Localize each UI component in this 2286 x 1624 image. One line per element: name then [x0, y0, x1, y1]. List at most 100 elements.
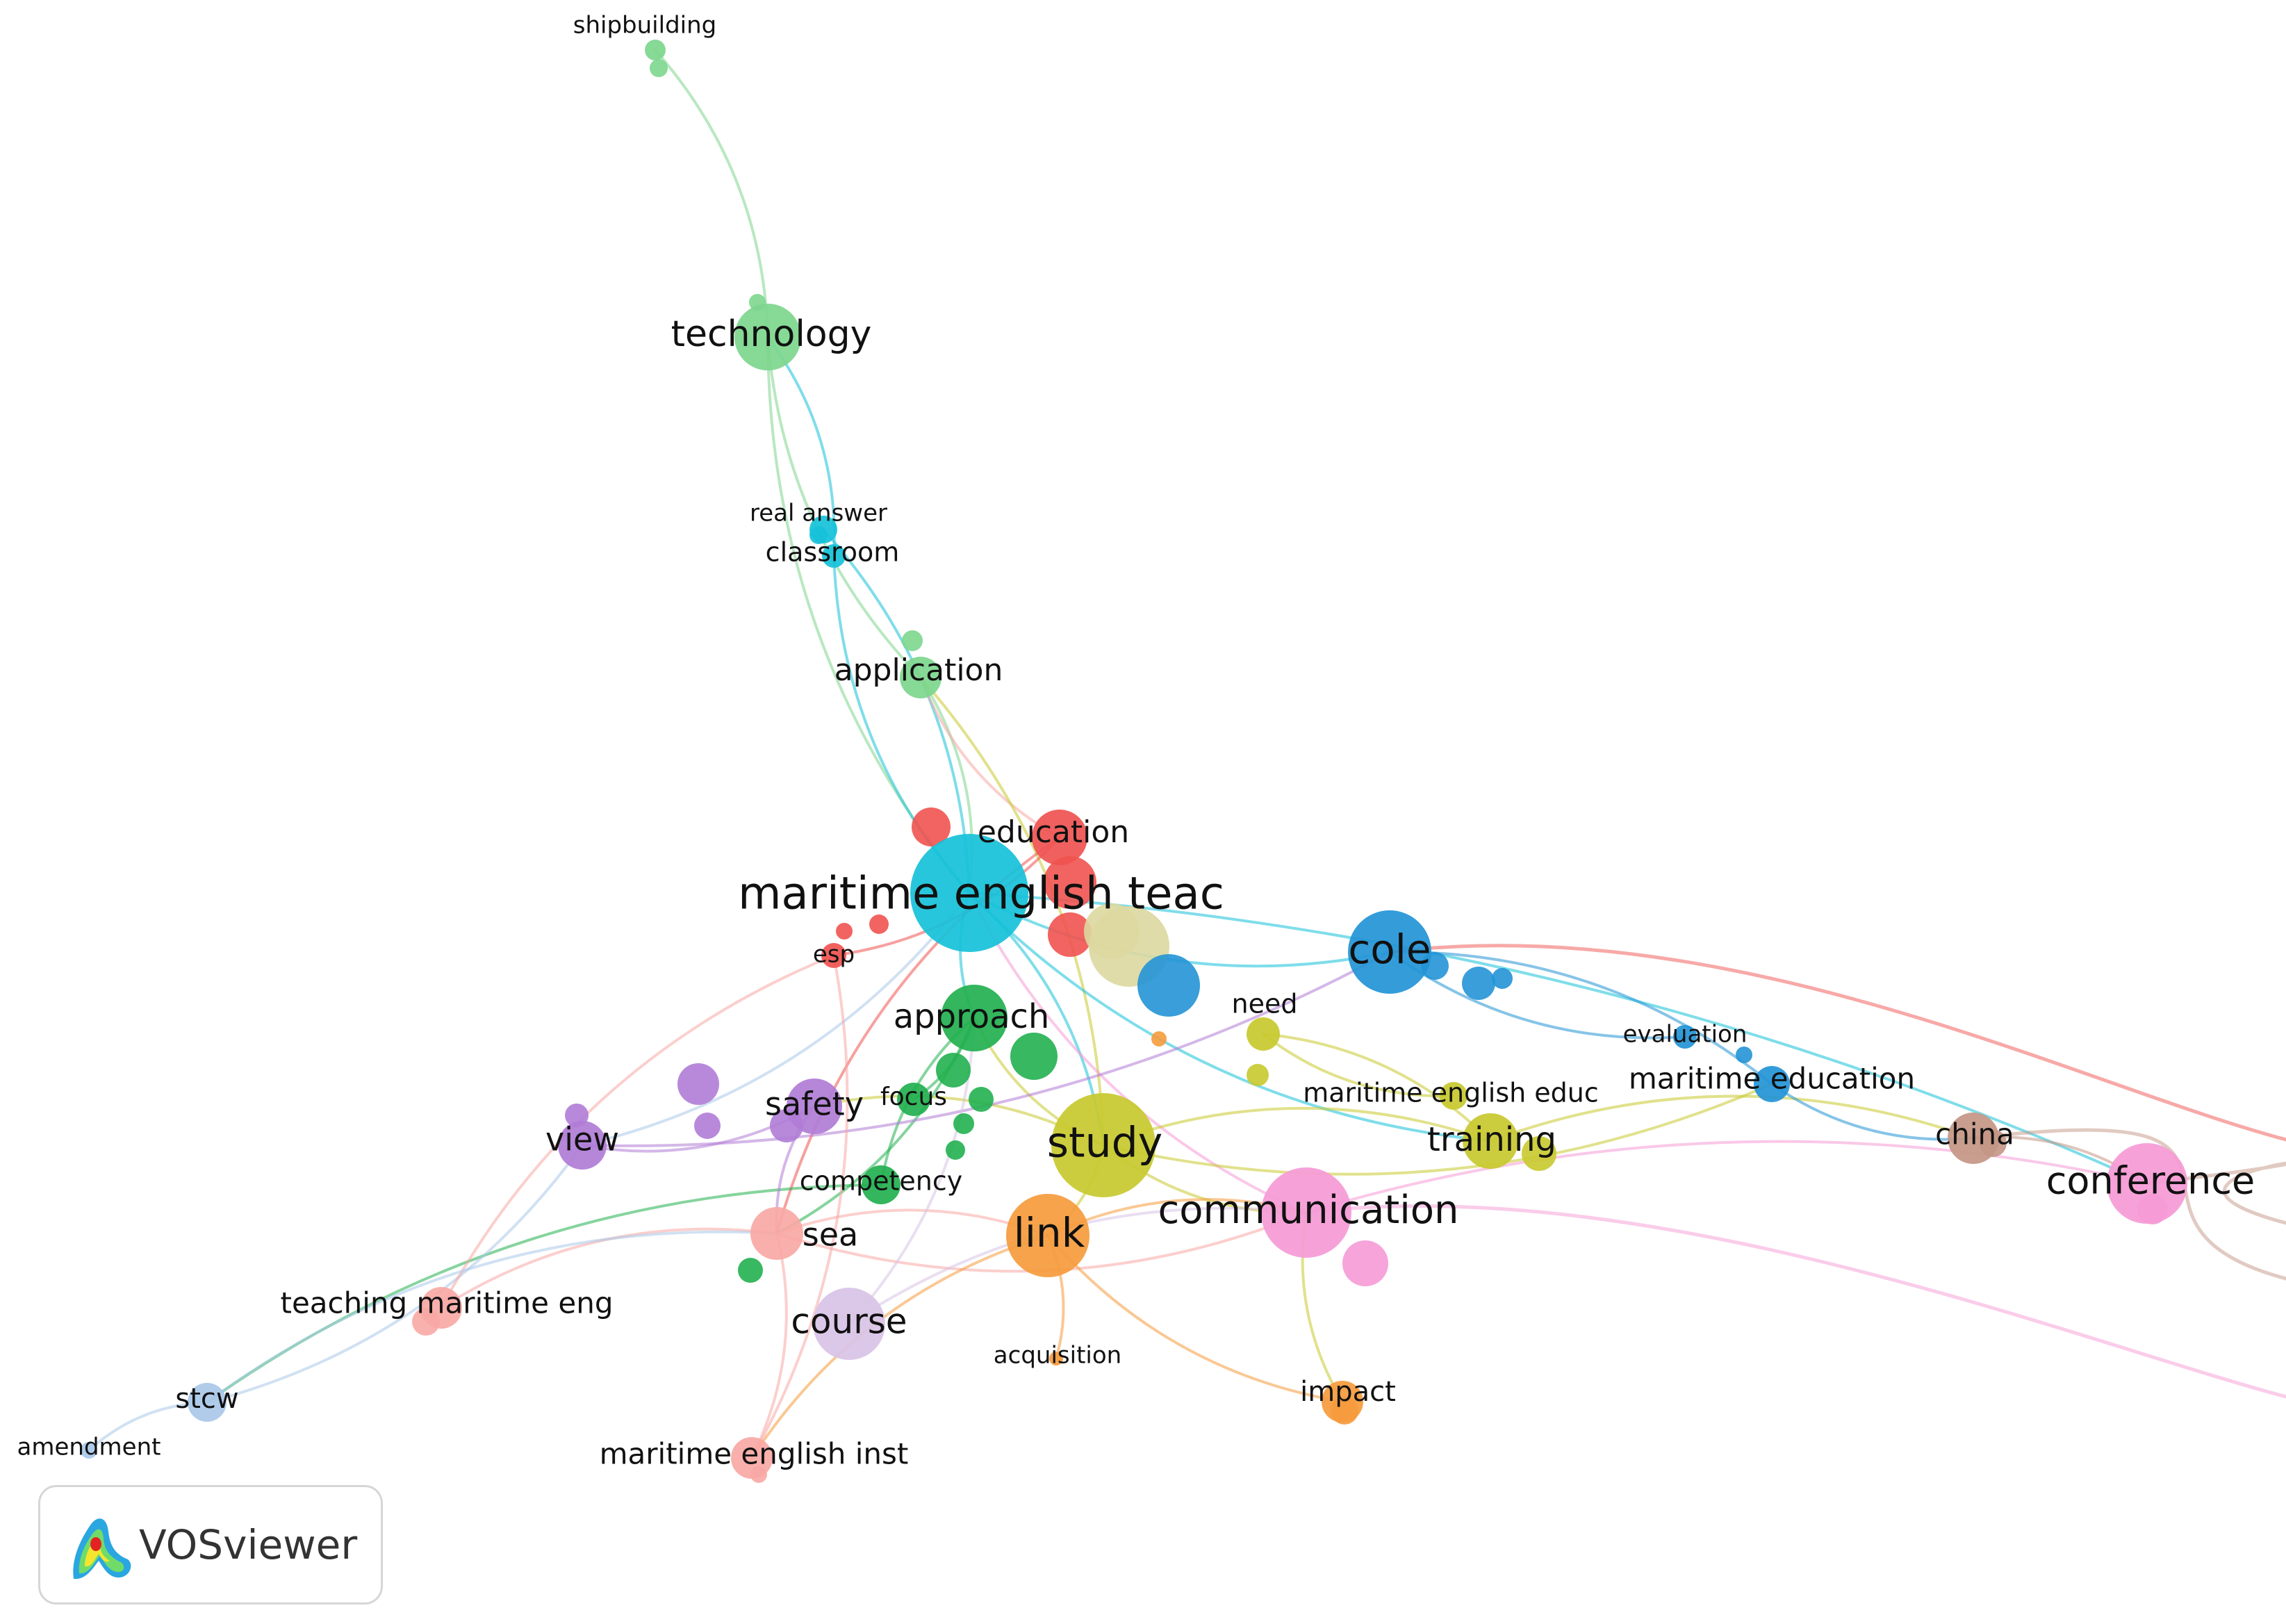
label-layer: shipbuilding technology real answer classro…	[17, 12, 2255, 1471]
minor-node-32[interactable]	[902, 630, 923, 651]
label-classroom: classroom	[766, 537, 900, 568]
link-stcw-sea	[206, 1230, 778, 1404]
node-conference[interactable]	[2107, 1143, 2187, 1224]
node-focus[interactable]	[897, 1083, 930, 1116]
minor-node-23[interactable]	[1247, 1064, 1269, 1086]
node-training[interactable]	[1463, 1113, 1518, 1169]
minor-node-19[interactable]	[677, 1063, 719, 1105]
node-technology[interactable]	[734, 304, 801, 370]
minor-node-3[interactable]	[1048, 912, 1092, 957]
minor-node-17[interactable]	[946, 1140, 965, 1160]
node-approach[interactable]	[941, 985, 1008, 1051]
label-communication: communication	[1158, 1188, 1458, 1233]
minor-node-35[interactable]	[836, 923, 853, 940]
link-training-china	[1489, 1094, 1975, 1142]
link-shipbuilding-technology	[654, 49, 769, 338]
label-amendment: amendment	[17, 1434, 161, 1461]
node-evaluation[interactable]	[1673, 1025, 1697, 1049]
label-view: view	[545, 1121, 619, 1158]
node-course[interactable]	[813, 1288, 885, 1360]
link-cole-offscreen	[1388, 944, 2286, 1142]
minor-node-25[interactable]	[1342, 1240, 1388, 1286]
minor-node-7[interactable]	[1137, 954, 1200, 1017]
minor-node-4[interactable]	[869, 914, 889, 934]
node-view[interactable]	[558, 1121, 607, 1170]
node-amendment[interactable]	[81, 1442, 97, 1459]
label-shipbuilding: shipbuilding	[573, 12, 716, 40]
label-esp: esp	[813, 941, 855, 969]
link-layer	[88, 49, 2286, 1459]
minor-node-18[interactable]	[738, 1258, 763, 1283]
link-view-cole	[581, 951, 1391, 1147]
label-real-answer: real answer	[750, 500, 887, 527]
node-communication[interactable]	[1261, 1167, 1351, 1258]
node-real-answer[interactable]	[809, 516, 837, 543]
link-sea-maritime_english_inst	[750, 1232, 788, 1459]
minor-node-10[interactable]	[1492, 968, 1513, 989]
node-maritime-english-inst[interactable]	[731, 1437, 773, 1479]
link-need-maritime_english_educ	[1262, 1033, 1455, 1098]
node-education[interactable]	[1032, 810, 1087, 865]
node-maritime-education[interactable]	[1754, 1066, 1790, 1102]
node-cole[interactable]	[1348, 910, 1431, 994]
link-application-education	[919, 676, 1061, 839]
label-maritime-english-inst: maritime english inst	[600, 1437, 909, 1471]
minor-node-12[interactable]	[1151, 1031, 1167, 1047]
minor-node-24[interactable]	[1522, 1136, 1556, 1171]
minor-node-11[interactable]	[1736, 1047, 1752, 1063]
node-competency[interactable]	[862, 1165, 901, 1204]
node-maritime-english-teac[interactable]	[910, 834, 1028, 952]
link-conference-offscreen	[2145, 1161, 2286, 1225]
minor-node-9[interactable]	[1462, 967, 1495, 1000]
link-view-stcw	[206, 1144, 584, 1404]
label-approach: approach	[894, 997, 1050, 1036]
minor-node-2[interactable]	[1044, 856, 1096, 909]
label-safety: safety	[765, 1085, 864, 1123]
link-maritime_education-china	[1770, 1083, 1975, 1141]
node-teaching-maritime-eng[interactable]	[420, 1287, 462, 1329]
label-technology: technology	[671, 313, 872, 355]
node-application[interactable]	[900, 657, 941, 698]
node-esp[interactable]	[821, 943, 846, 968]
label-competency: competency	[800, 1166, 962, 1197]
node-safety[interactable]	[787, 1078, 842, 1134]
link-esp-maritime_english_inst	[750, 954, 849, 1459]
node-layer	[81, 40, 2187, 1483]
label-teaching-maritime-eng: teaching maritime eng	[280, 1286, 613, 1320]
link-communication-offscreen	[1304, 1204, 2286, 1399]
minor-node-20[interactable]	[694, 1113, 721, 1139]
node-china[interactable]	[1948, 1113, 1999, 1164]
node-impact[interactable]	[1322, 1381, 1363, 1422]
vosviewer-logo-icon	[73, 1518, 131, 1580]
node-stcw[interactable]	[188, 1383, 227, 1422]
minor-node-30[interactable]	[650, 59, 668, 77]
label-cole: cole	[1348, 926, 1431, 973]
label-link: link	[1014, 1209, 1085, 1256]
node-study[interactable]	[1051, 1093, 1156, 1197]
node-shipbuilding[interactable]	[645, 40, 666, 60]
link-need-training	[1262, 1033, 1492, 1142]
label-maritime-education: maritime education	[1629, 1062, 1915, 1096]
label-china: china	[1935, 1117, 2014, 1151]
minor-node-1[interactable]	[912, 807, 951, 846]
label-sea: sea	[803, 1216, 858, 1254]
label-impact: impact	[1300, 1376, 1396, 1408]
node-acquisition[interactable]	[1049, 1352, 1063, 1365]
minor-node-16[interactable]	[953, 1113, 974, 1134]
minor-node-13[interactable]	[1010, 1033, 1058, 1080]
label-need: need	[1232, 989, 1298, 1019]
link-maritime_english_teac-view	[581, 892, 971, 1147]
link-maritime_english_teac-training	[968, 892, 1492, 1142]
label-application: application	[834, 653, 1003, 688]
label-conference: conference	[2046, 1159, 2255, 1203]
minor-node-15[interactable]	[969, 1087, 994, 1112]
node-need[interactable]	[1247, 1017, 1280, 1051]
node-maritime-english-educ[interactable]	[1440, 1082, 1467, 1110]
minor-node-14[interactable]	[936, 1053, 971, 1088]
node-sea[interactable]	[750, 1207, 803, 1260]
node-link[interactable]	[1006, 1194, 1089, 1277]
node-classroom[interactable]	[822, 544, 846, 568]
vosviewer-logo[interactable]: VOSviewer	[38, 1485, 383, 1605]
link-study-maritime_education	[1102, 1083, 1773, 1176]
